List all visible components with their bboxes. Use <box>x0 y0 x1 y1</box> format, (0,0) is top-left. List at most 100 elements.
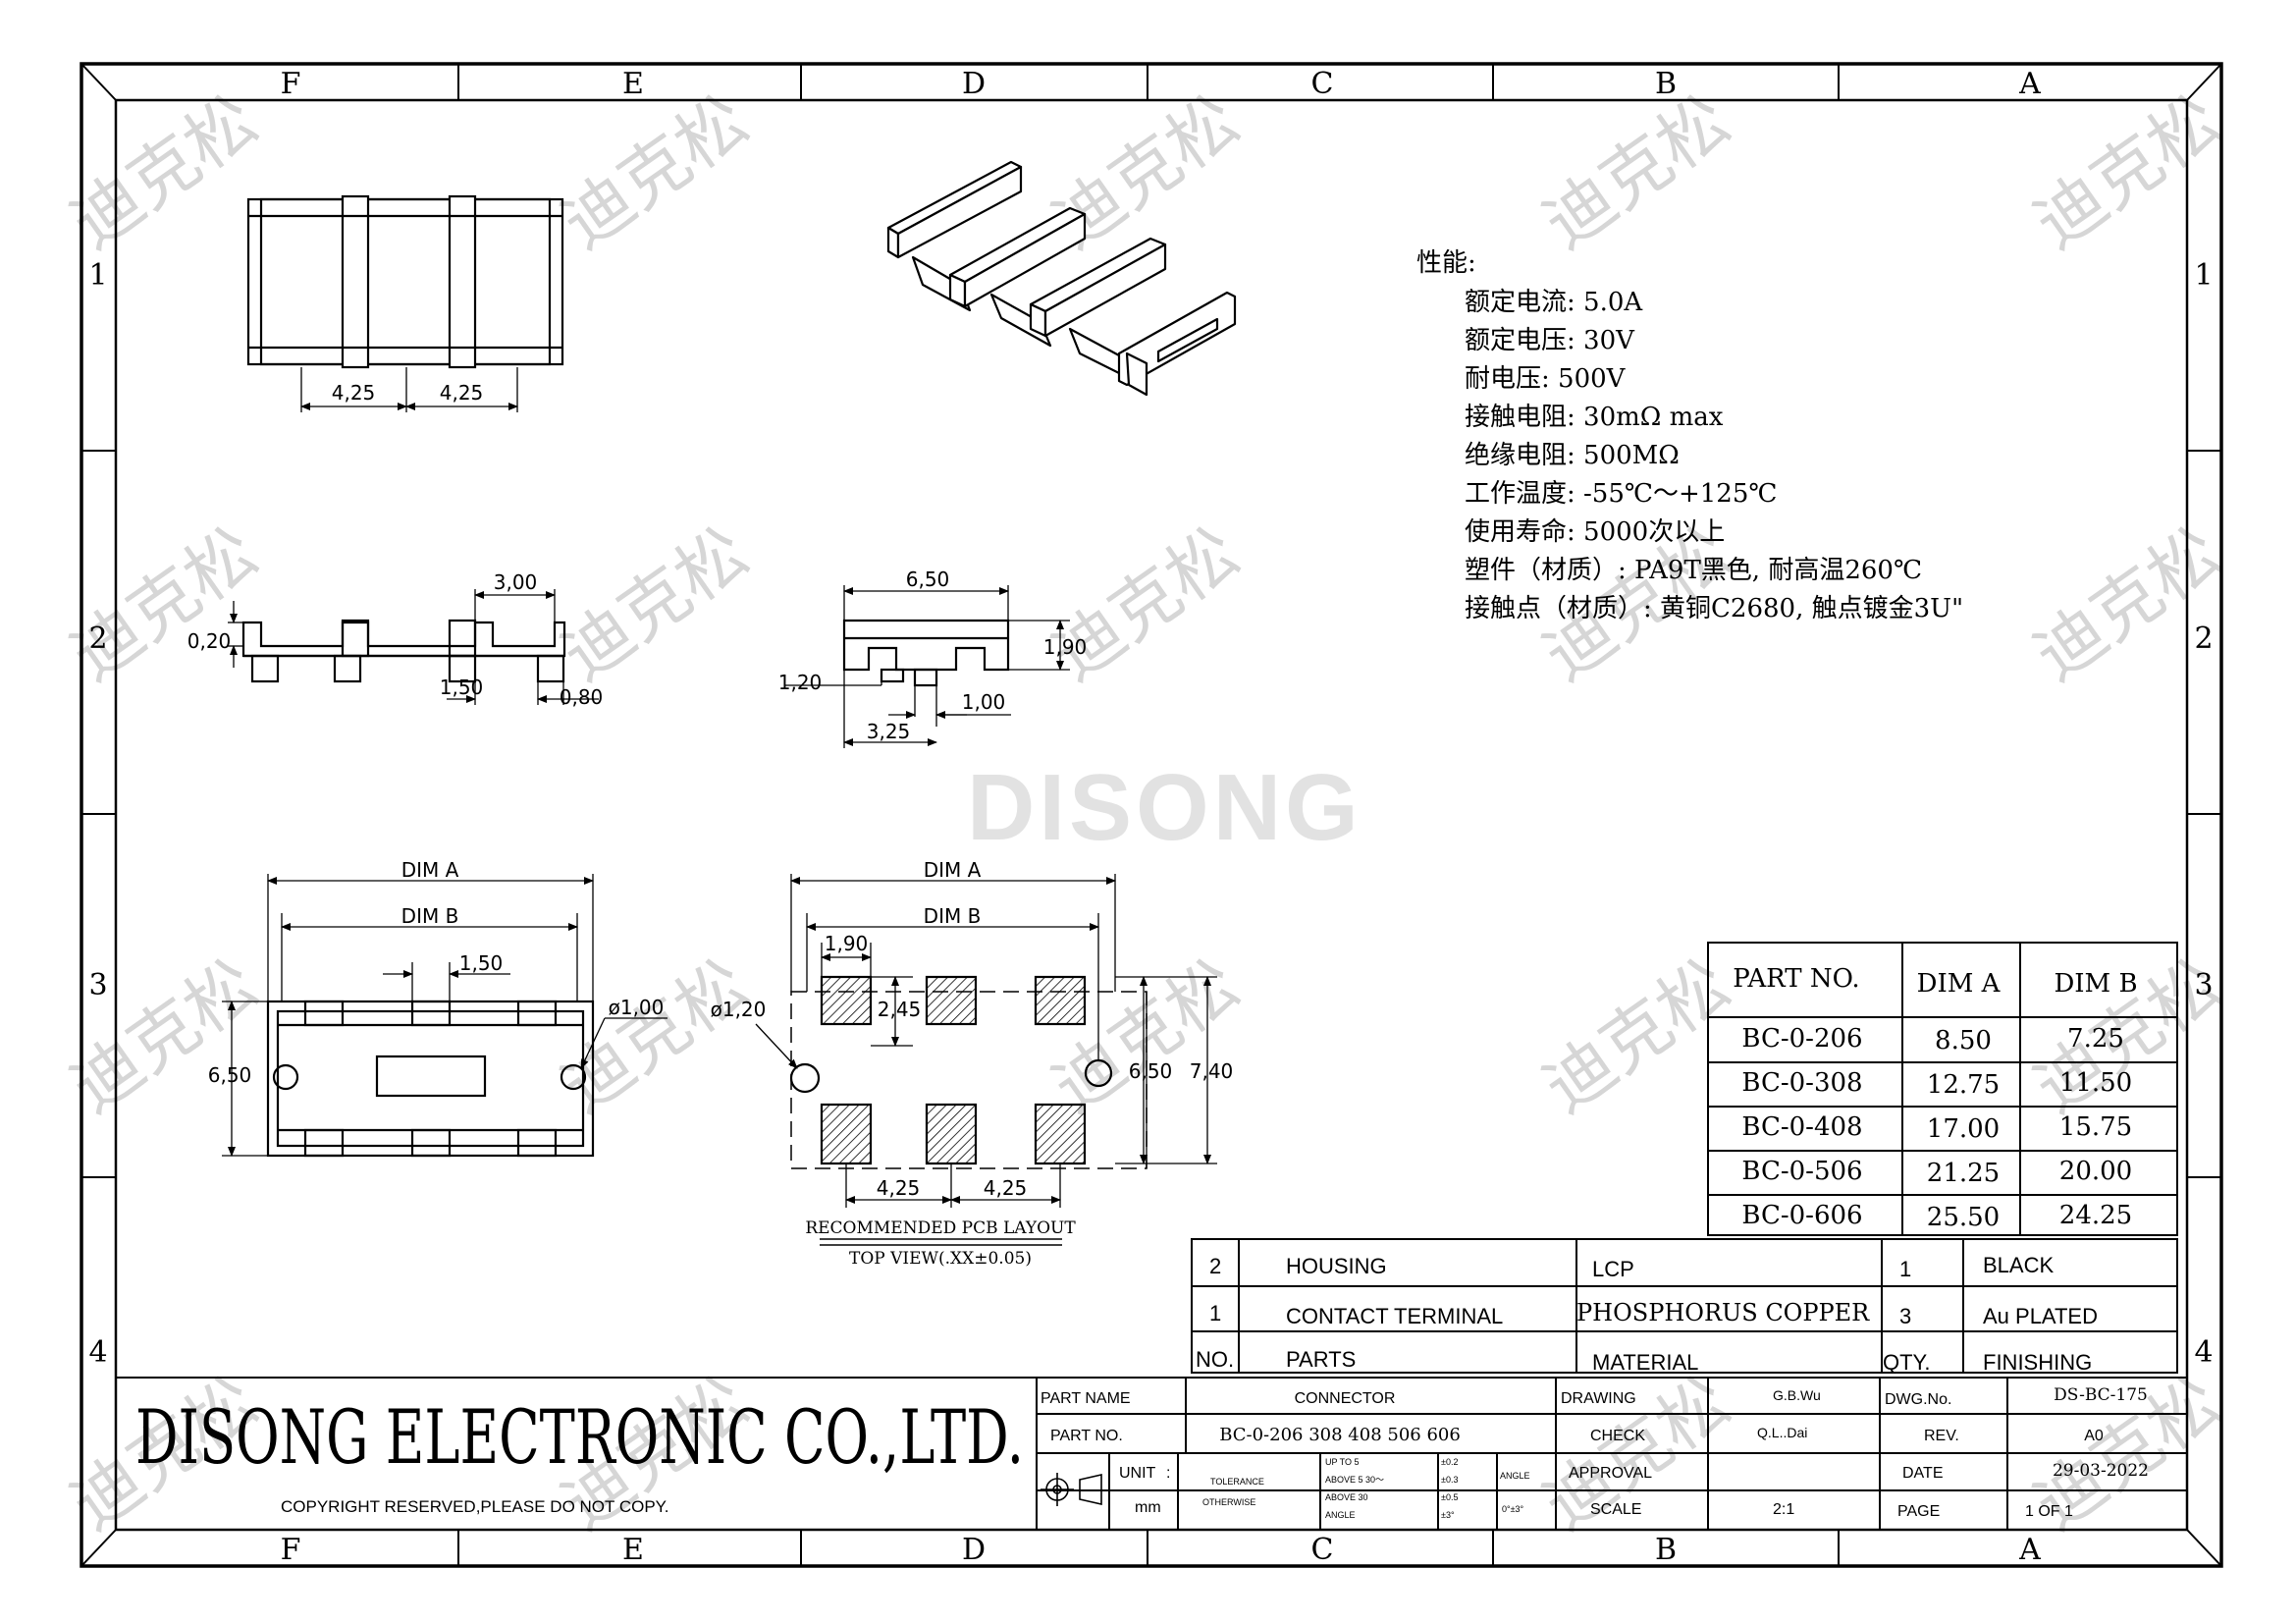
watermark-stamp: 迪克松 <box>1529 944 1744 1128</box>
dim-label: 3,25 <box>867 720 911 743</box>
top-view <box>246 194 564 412</box>
tolerance-label: TOLERANCE <box>1210 1477 1264 1487</box>
pcb-caption-title: RECOMMENDED PCB LAYOUT <box>805 1218 1076 1238</box>
page-label: PAGE <box>1897 1503 1940 1520</box>
table-header: PART NO. <box>1733 964 1859 994</box>
dim-label: DIM B <box>924 904 982 928</box>
approval-label: APPROVAL <box>1569 1465 1652 1482</box>
spec-item: 耐电压: 500V <box>1465 364 1627 394</box>
table-cell: 11.50 <box>2059 1068 2132 1098</box>
check-label: CHECK <box>1590 1428 1645 1444</box>
watermark-stamp: 迪克松 <box>57 512 272 696</box>
otherwise-label: OTHERWISE <box>1202 1497 1255 1507</box>
bom-table: 2 HOUSING LCP 1 BLACK 1 CONTACT TERMINAL… <box>1191 1238 2178 1375</box>
dim-label: 1,00 <box>962 690 1006 714</box>
side-view-dims: 3,00 0,20 1,50 0,80 <box>187 570 604 709</box>
table-cell: 25.50 <box>1927 1203 2000 1232</box>
drawing-by: G.B.Wu <box>1773 1387 1821 1403</box>
drawing-frame <box>80 62 2223 1568</box>
table-cell: 21.25 <box>1927 1159 2000 1188</box>
angle-label: ANGLE <box>1500 1471 1530 1481</box>
dim-label: 6,50 <box>1129 1059 1173 1083</box>
pcb-layout-dims: DIM A DIM B 1,90 2,45 ø1,20 6,50 7,40 4,… <box>711 858 1234 1200</box>
spec-heading: 性能: <box>1416 248 1476 278</box>
dim-label: 6,50 <box>906 568 950 591</box>
col-label: C <box>1311 1533 1334 1567</box>
table-cell: 24.25 <box>2059 1201 2132 1230</box>
dim-label: 4,25 <box>984 1176 1028 1200</box>
col-label: B <box>1655 67 1677 101</box>
watermark-stamp: 迪克松 <box>2020 512 2235 696</box>
title-block: DISONG ELECTRONIC CO.,LTD. COPYRIGHT RES… <box>116 1377 2187 1530</box>
unit-colon: : <box>1166 1465 1170 1482</box>
dim-label: 0,20 <box>187 629 232 653</box>
bom-cell: PHOSPHORUS COPPER <box>1576 1299 1870 1326</box>
company-name: DISONG ELECTRONIC CO.,LTD. <box>135 1393 1024 1481</box>
table-cell: BC-0-206 <box>1741 1024 1862 1054</box>
spec-item: 工作温度: -55℃～+125℃ <box>1465 479 1777 509</box>
row-label: 1 <box>88 258 107 293</box>
bom-cell: 1 <box>1899 1257 1911 1281</box>
table-cell: 15.75 <box>2059 1112 2132 1142</box>
check-by: Q.L..Dai <box>1757 1425 1807 1440</box>
bom-cell: HOUSING <box>1286 1254 1387 1278</box>
tol-range: ANGLE <box>1325 1510 1356 1520</box>
spec-item: 额定电流: 5.0A <box>1465 288 1643 317</box>
row-label: 2 <box>2194 622 2213 656</box>
top-view-dims: 4,25 4,25 <box>332 381 484 405</box>
specifications: 性能: 额定电流: 5.0A 额定电压: 30V 耐电压: 500V 接触电阻:… <box>1416 248 1963 623</box>
end-view-dims: 6,50 1,90 1,20 1,00 3,25 <box>778 568 1088 743</box>
dim-label: DIM B <box>401 904 459 928</box>
col-label: A <box>2018 67 2041 101</box>
dim-label: 1,90 <box>1043 635 1088 659</box>
dim-label: 3,00 <box>494 570 538 594</box>
col-label: E <box>622 67 644 101</box>
bom-header: NO. <box>1196 1347 1234 1372</box>
dim-label: DIM A <box>924 858 982 882</box>
table-cell: 20.00 <box>2059 1157 2132 1186</box>
tol-range: ABOVE 5 30～ <box>1325 1475 1384 1485</box>
dim-label: ø1,00 <box>609 996 665 1019</box>
scale-label: SCALE <box>1590 1501 1641 1518</box>
bom-header: FINISHING <box>1983 1350 2092 1375</box>
spec-item: 接触电阻: 30mΩ max <box>1465 403 1724 432</box>
unit-value: mm <box>1135 1499 1161 1516</box>
col-label: E <box>622 1533 644 1567</box>
unit-label: UNIT <box>1119 1465 1156 1482</box>
bom-cell: BLACK <box>1983 1253 2054 1277</box>
tol-value: ±0.5 <box>1441 1492 1458 1502</box>
table-cell: 8.50 <box>1935 1026 1992 1055</box>
page-value: 1 OF 1 <box>2025 1503 2073 1520</box>
part-name: CONNECTOR <box>1295 1390 1396 1407</box>
dim-label: 1,20 <box>778 671 823 694</box>
bottom-view <box>222 874 667 1158</box>
dwg-no: DS-BC-175 <box>2054 1385 2148 1405</box>
tol-range: UP TO 5 <box>1325 1457 1360 1467</box>
part-no: BC-0-206 308 408 506 606 <box>1219 1425 1461 1445</box>
table-header: DIM A <box>1917 969 2002 999</box>
scale-value: 2:1 <box>1773 1501 1794 1518</box>
side-view <box>228 589 599 705</box>
row-label: 3 <box>2194 968 2213 1002</box>
spec-item: 塑件（材质）: PA9T黑色, 耐高温260℃ <box>1465 556 1922 585</box>
col-label: D <box>962 67 986 101</box>
watermark-stamp: 迪克松 <box>57 80 272 264</box>
date-value: 29-03-2022 <box>2053 1461 2149 1481</box>
dim-label: 2,45 <box>878 998 922 1021</box>
angle-value: 0°±3° <box>1502 1504 1524 1514</box>
spec-item: 使用寿命: 5000次以上 <box>1465 517 1725 547</box>
table-cell: BC-0-308 <box>1741 1068 1862 1098</box>
col-label: B <box>1655 1533 1677 1567</box>
watermark-stamp: 迪克松 <box>1529 80 1744 264</box>
dwg-label: DWG.No. <box>1885 1391 1951 1408</box>
part-name-label: PART NAME <box>1041 1390 1131 1407</box>
bom-header: MATERIAL <box>1592 1350 1698 1375</box>
col-label: A <box>2018 1533 2041 1567</box>
dim-label: DIM A <box>401 858 459 882</box>
row-label: 1 <box>2194 258 2213 293</box>
row-label: 3 <box>88 968 107 1002</box>
watermark-stamp: 迪克松 <box>548 944 763 1128</box>
dim-label: 4,25 <box>877 1176 921 1200</box>
bom-cell: 3 <box>1899 1304 1911 1328</box>
table-cell: 7.25 <box>2067 1024 2124 1054</box>
